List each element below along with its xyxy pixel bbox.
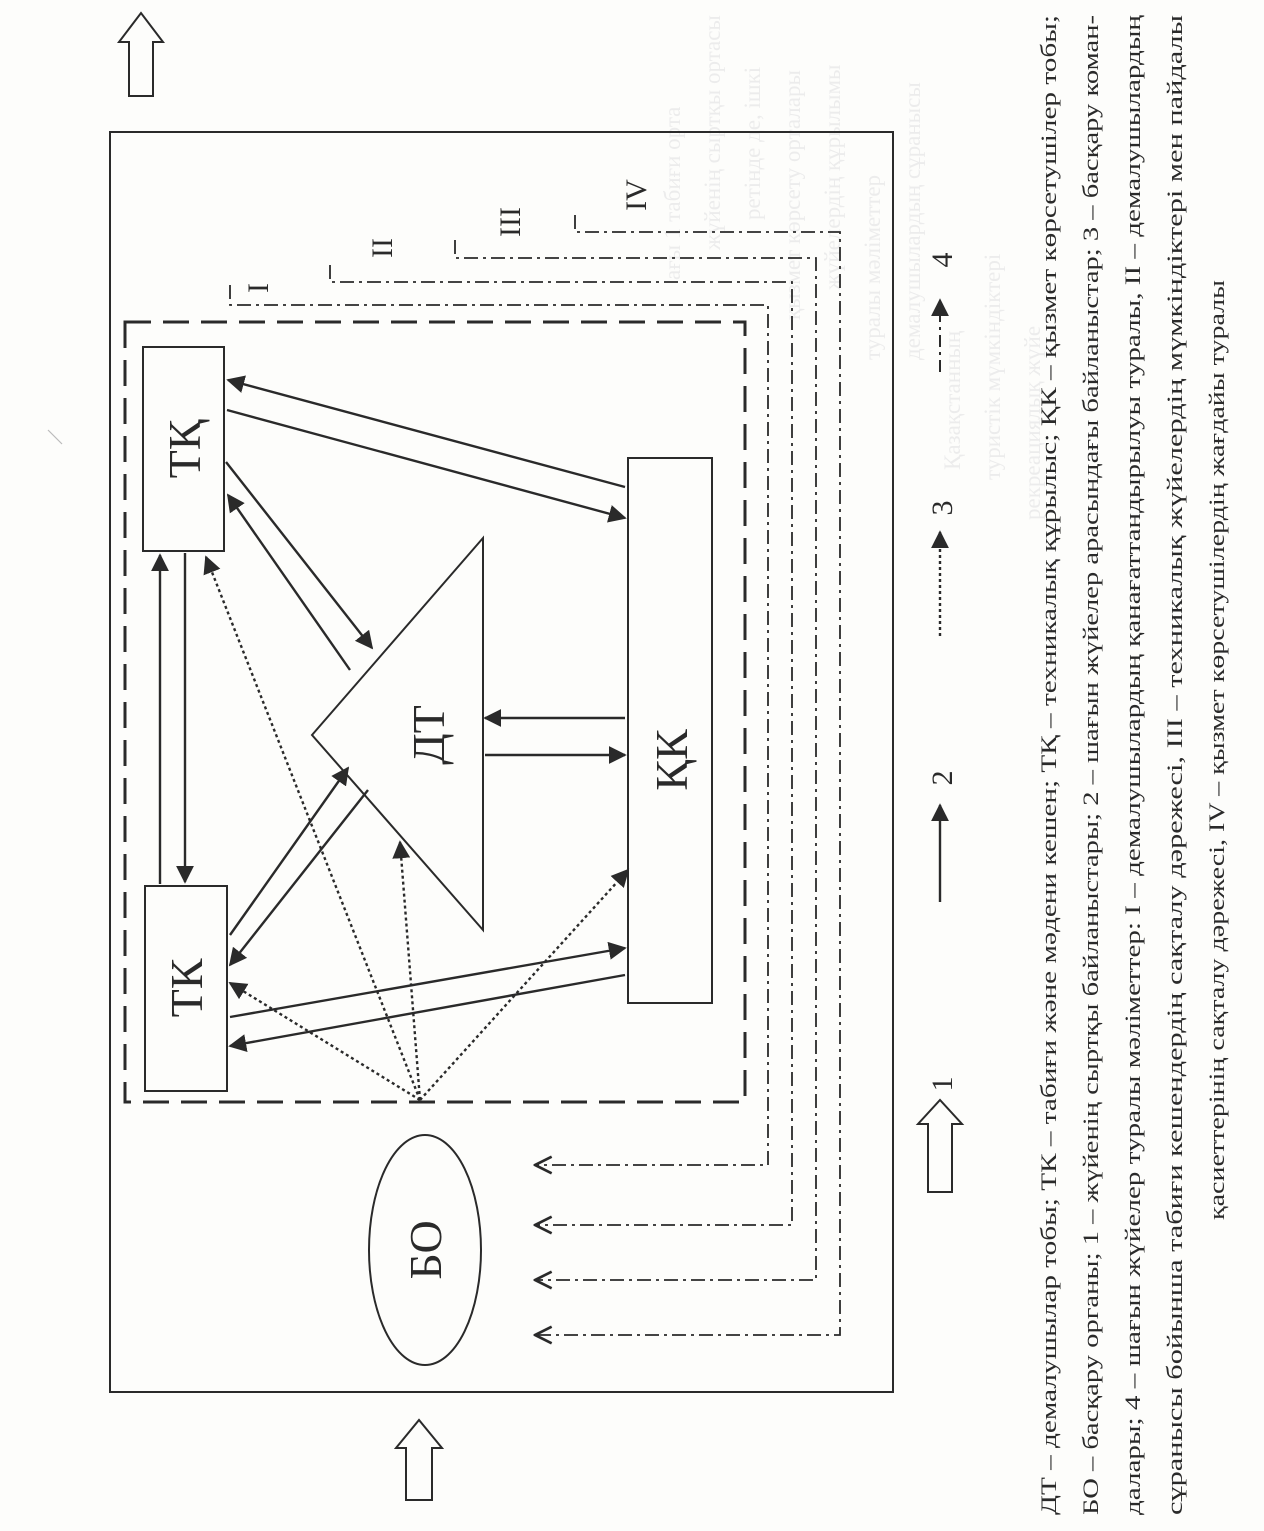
feedback-path-III xyxy=(454,240,817,1280)
node-dt xyxy=(310,535,484,933)
external-input-arrow xyxy=(393,1418,445,1501)
subsystem-boundary xyxy=(123,320,747,1104)
external-output-arrow xyxy=(116,11,166,97)
node-bo xyxy=(368,1134,482,1366)
bleed-line: ағы 1 табиғи орта xyxy=(660,107,685,280)
command-bo-to-dt xyxy=(392,840,422,1101)
command-bo-to-tktop xyxy=(203,555,422,1101)
bleed-line: қызмет көрсету орталары xyxy=(780,70,805,320)
node-bo-label: БО xyxy=(400,1220,451,1279)
management-commands xyxy=(203,555,630,1102)
node-tk-bottom-label: ТК xyxy=(161,958,212,1017)
system-boundary xyxy=(109,131,894,1393)
command-bo-to-tkbottom xyxy=(228,981,421,1102)
level-label-IV: IV xyxy=(620,179,653,211)
link-tktop-to-dt xyxy=(225,461,374,650)
link-kk-to-tkbottom xyxy=(228,973,626,1052)
bleed-line: туристік мүмкіндіктері xyxy=(980,254,1005,480)
bleed-line: Қазақстанның xyxy=(940,330,965,470)
bleed-line: туралы мәліметтер xyxy=(860,175,885,360)
subsystem-links xyxy=(151,375,627,1052)
link-tktop-to-kk xyxy=(226,408,627,523)
link-kk-to-tktop xyxy=(226,375,626,489)
node-tk-bottom xyxy=(144,885,228,1092)
info-feedback-paths xyxy=(229,215,841,1335)
link-tkbottom-to-kk xyxy=(229,941,627,1019)
figure-caption: ДТ – демалушылар тобы; ТК – табиғи және … xyxy=(1036,15,1229,1515)
bleed-line: рекреациялық жүйе xyxy=(1020,326,1045,520)
scan-mark xyxy=(47,429,63,445)
bleed-line: демалушылардың сұранысы xyxy=(900,82,925,360)
feedback-path-IV xyxy=(535,215,841,1335)
node-tk-top-label: ТҚ xyxy=(159,419,210,478)
bleed-line: жүйелердің құрылымы xyxy=(820,64,845,291)
level-label-I: I xyxy=(242,283,275,293)
node-tk-top xyxy=(142,346,225,552)
caption-line: далары; 4 – шағын жүйелер туралы мәлімет… xyxy=(1120,15,1145,1515)
caption-line: БО – басқару органы; 1 – жүйенің сыртқы … xyxy=(1078,15,1103,1515)
link-tkbottom-to-dt xyxy=(229,766,350,936)
level-label-II: II xyxy=(366,238,399,258)
bleed-line: ретінде де, ішкі xyxy=(740,67,765,220)
caption-line: қасиеттерінің сақталу дәрежесі, IV – қыз… xyxy=(1204,280,1229,1220)
link-dt-to-tkbottom xyxy=(228,789,369,967)
caption-line: сұранысы бойынша табиғи кешендердің сақт… xyxy=(1162,15,1187,1515)
node-dt-label: ДТ xyxy=(403,705,454,764)
node-kk-label: ҚК xyxy=(646,729,697,791)
legend-key-2-label: 2 xyxy=(926,771,959,786)
legend-key-1-label: 1 xyxy=(926,1077,959,1092)
legend-key-1-arrow xyxy=(915,1098,965,1193)
command-bo-to-kk xyxy=(419,868,630,1101)
link-dt-to-tktop xyxy=(226,493,351,671)
level-label-III: III xyxy=(494,207,527,237)
bleed-line: жүйенің сыртқы ортасы xyxy=(700,15,725,251)
feedback-path-I xyxy=(229,285,769,1165)
node-kk xyxy=(627,457,713,1004)
legend-key-3-label: 3 xyxy=(926,501,959,516)
caption-line: ДТ – демалушылар тобы; ТК – табиғи және … xyxy=(1036,15,1061,1515)
bleed-through-text: ағы 1 табиғи орта жүйенің сыртқы ортасы … xyxy=(660,15,1045,520)
legend-key-4-label: 4 xyxy=(926,253,959,268)
feedback-path-II xyxy=(329,265,793,1225)
